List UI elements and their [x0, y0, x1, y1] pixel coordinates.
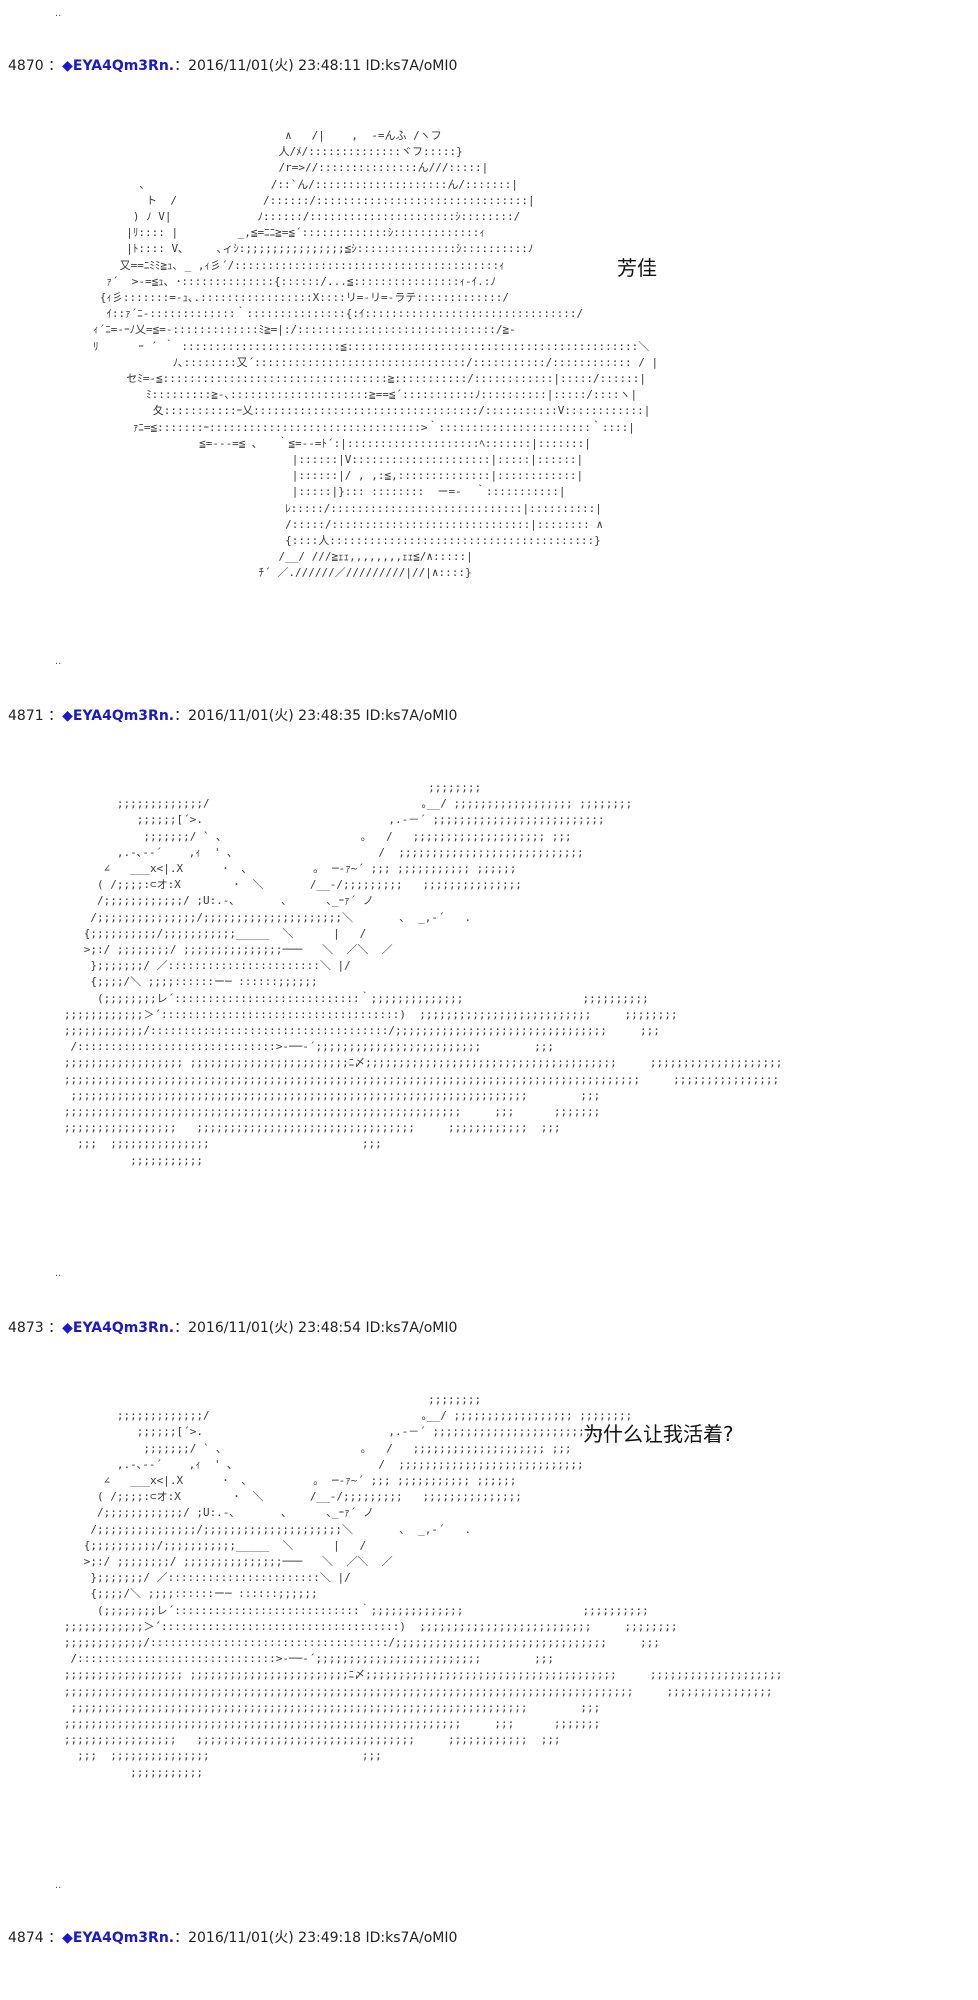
- separator-dots: ..: [55, 8, 62, 19]
- ascii-art: ;;;;;;;; ;;;;;;;;;;;;;/ ｡__/ ;;;;;;;;;;;…: [63, 781, 783, 1167]
- dialogue-caption: 芳佳: [617, 256, 657, 280]
- separator-dots: ..: [55, 656, 62, 667]
- post-number[interactable]: 4874: [8, 1930, 44, 1946]
- post-number[interactable]: 4871: [8, 708, 44, 724]
- post-colon: ：: [48, 708, 63, 724]
- post-colon: ：: [48, 1930, 63, 1946]
- ascii-art: ∧ /| , -=んふ /ヽフ 人/ﾒ/::::::::::::::ヾフ::::…: [93, 129, 659, 580]
- post-number[interactable]: 4873: [8, 1320, 44, 1336]
- post-header: 4871 ：◆EYA4Qm3Rn.：2016/11/01(火) 23:48:35…: [8, 706, 457, 726]
- poster-name: EYA4Qm3Rn.: [72, 1930, 175, 1946]
- post-number[interactable]: 4870: [8, 58, 44, 74]
- trip-diamond-icon: ◆: [62, 1320, 73, 1336]
- post-meta: ：2016/11/01(火) 23:48:35 ID:ks7A/oMI0: [174, 708, 458, 724]
- post-meta: ：2016/11/01(火) 23:48:54 ID:ks7A/oMI0: [174, 1320, 458, 1336]
- poster-name: EYA4Qm3Rn.: [72, 708, 175, 724]
- separator-dots: ..: [55, 1268, 62, 1279]
- dialogue-caption: 为什么让我活着?: [583, 1422, 734, 1446]
- post-header: 4873 ：◆EYA4Qm3Rn.：2016/11/01(火) 23:48:54…: [8, 1318, 457, 1338]
- post-header: 4870 ：◆EYA4Qm3Rn.：2016/11/01(火) 23:48:11…: [8, 56, 457, 76]
- post-meta: ：2016/11/01(火) 23:49:18 ID:ks7A/oMI0: [174, 1930, 458, 1946]
- trip-diamond-icon: ◆: [62, 58, 73, 74]
- post-colon: ：: [48, 58, 63, 74]
- post-header: 4874 ：◆EYA4Qm3Rn.：2016/11/01(火) 23:49:18…: [8, 1928, 457, 1948]
- poster-name: EYA4Qm3Rn.: [72, 1320, 175, 1336]
- post-meta: ：2016/11/01(火) 23:48:11 ID:ks7A/oMI0: [174, 58, 458, 74]
- trip-diamond-icon: ◆: [62, 708, 73, 724]
- trip-diamond-icon: ◆: [62, 1930, 73, 1946]
- separator-dots: ..: [55, 1880, 62, 1891]
- post-colon: ：: [48, 1320, 63, 1336]
- ascii-art: ;;;;;;;; ;;;;;;;;;;;;;/ ｡__/ ;;;;;;;;;;;…: [63, 1393, 783, 1779]
- poster-name: EYA4Qm3Rn.: [72, 58, 175, 74]
